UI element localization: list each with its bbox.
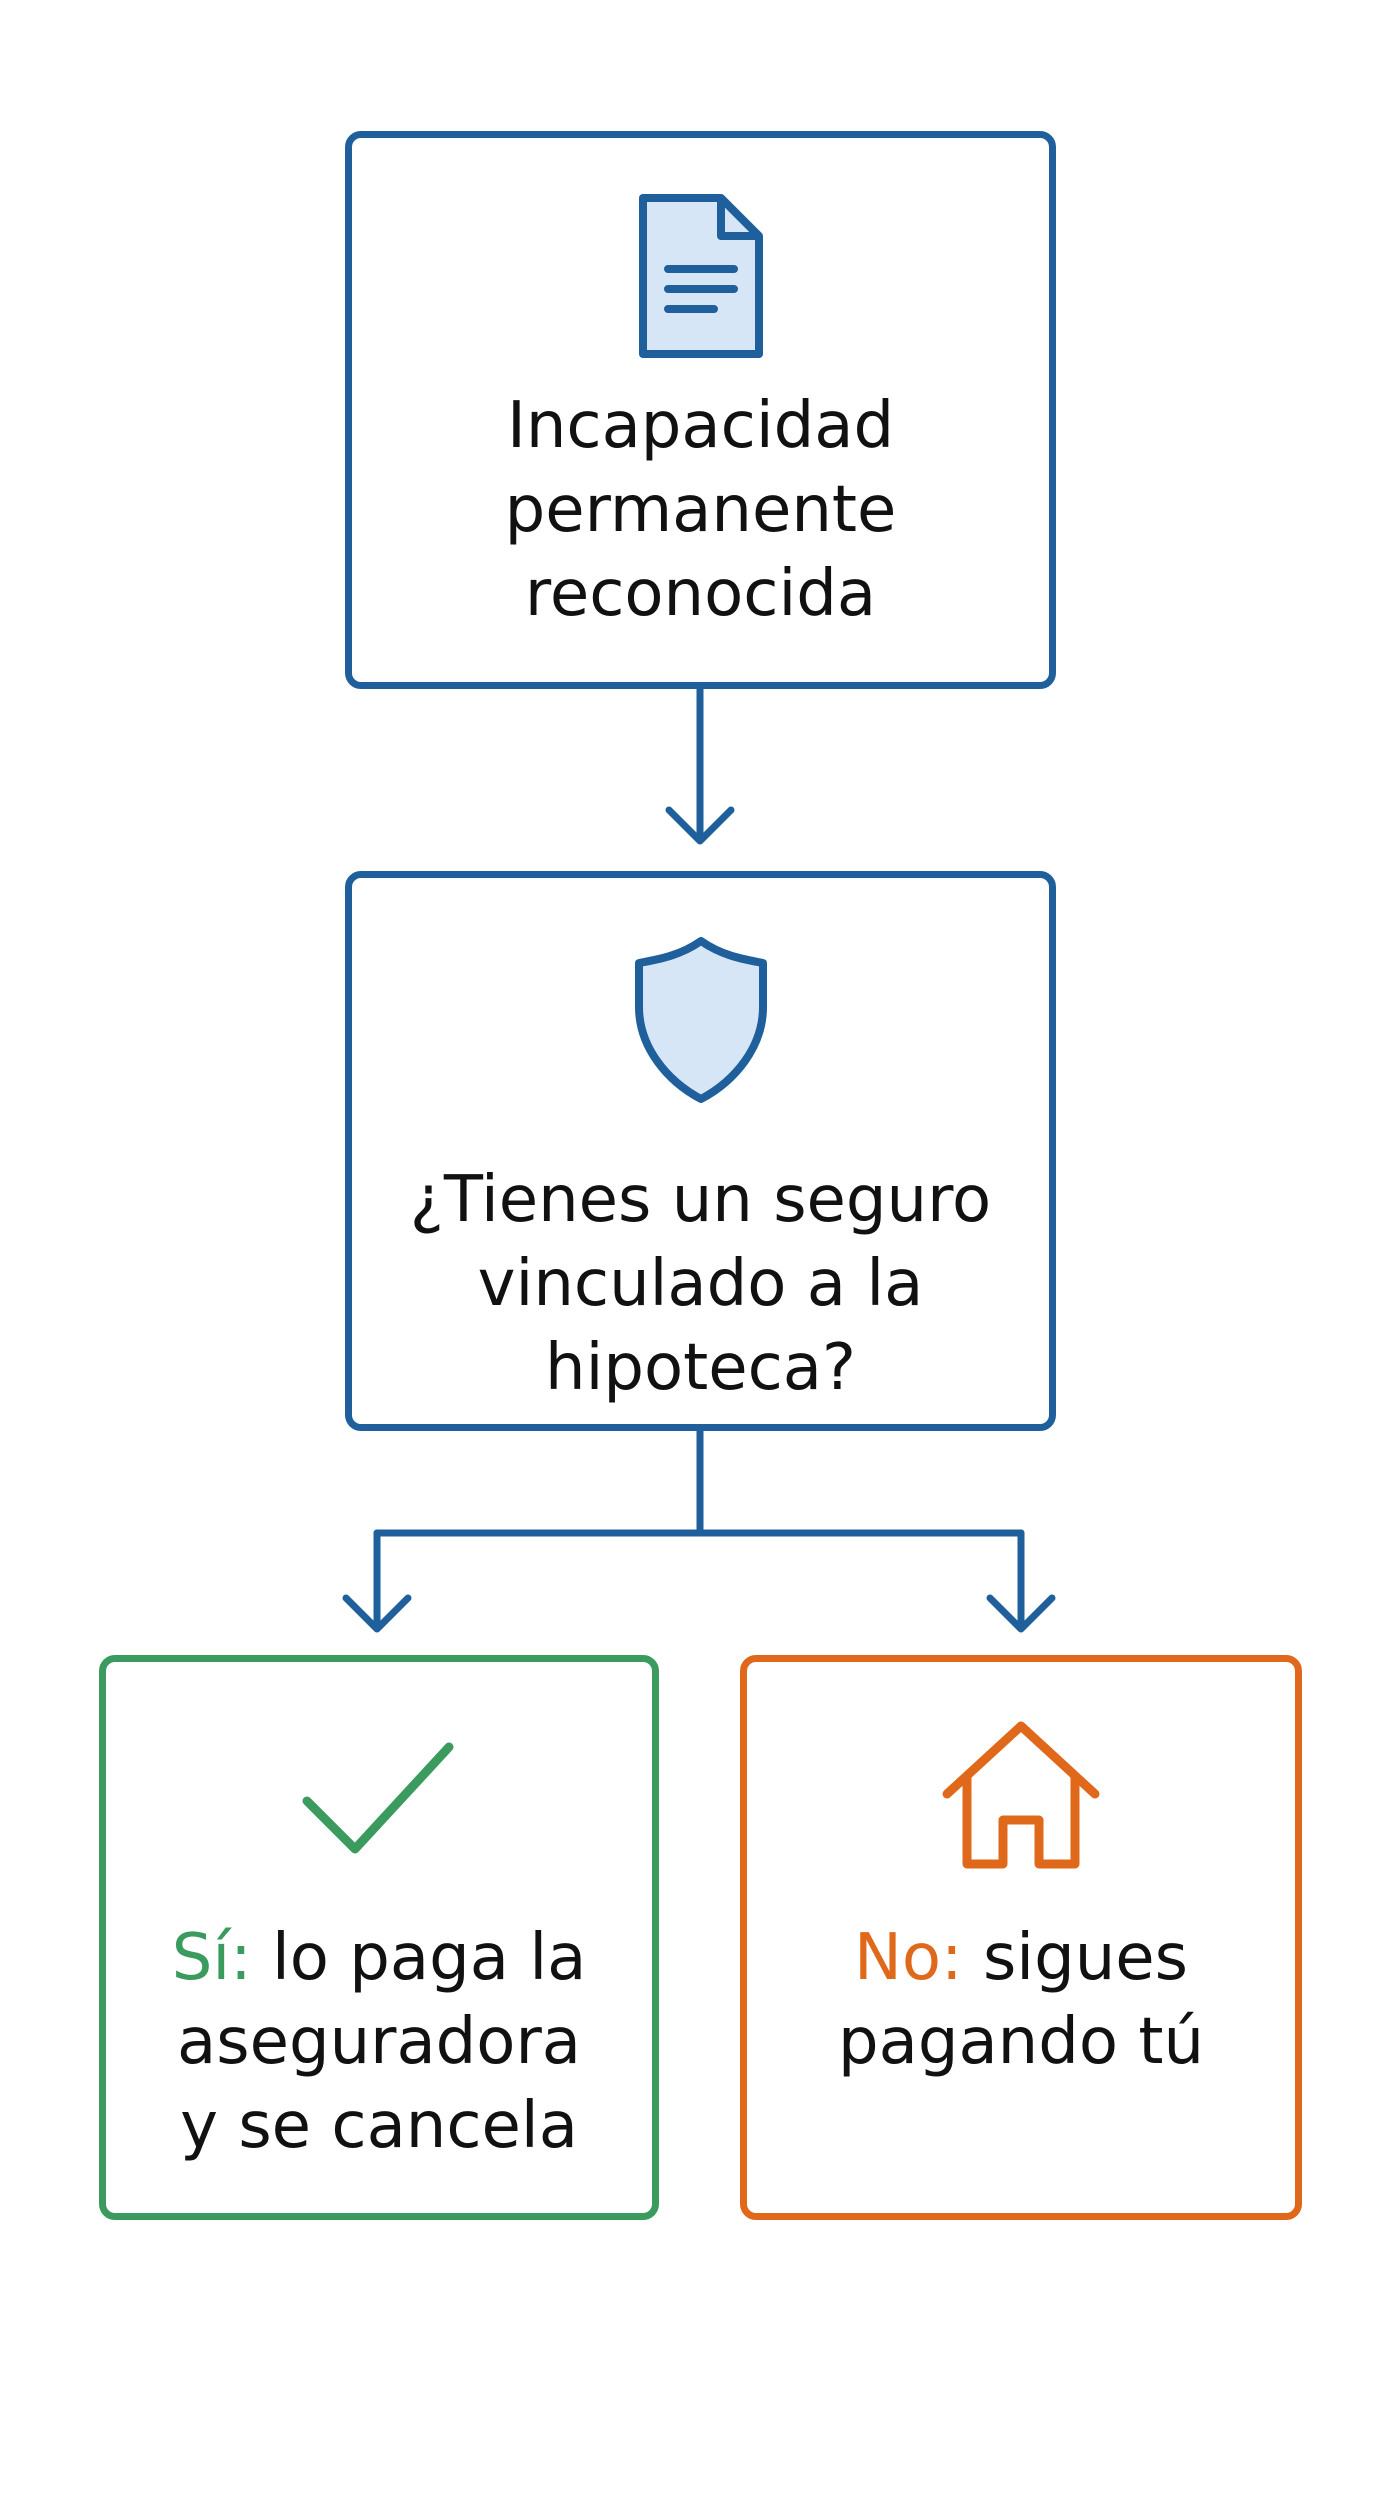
answer-text-no: sigues pagando tú — [837, 1921, 1205, 2079]
arrowhead-to-si — [342, 1594, 412, 1633]
node-seguro: ¿Tienes un seguro vinculado a la hipotec… — [345, 871, 1056, 1431]
edge-seguro-to-branches — [373, 1427, 1025, 1537]
house-icon — [941, 1720, 1101, 1874]
arrowhead-to-no — [986, 1594, 1056, 1633]
answer-prefix-no: No: — [854, 1921, 963, 1995]
node-incapacidad: Incapacidad permanente reconocida — [345, 131, 1056, 689]
node-text: No: sigues pagando tú — [747, 1916, 1295, 2084]
checkmark-icon — [299, 1737, 459, 1866]
node-si: Sí: lo paga la aseguradora y se cancela — [99, 1655, 659, 2220]
shield-icon — [631, 935, 771, 1109]
node-text: ¿Tienes un seguro vinculado a la hipotec… — [409, 1163, 992, 1405]
answer-prefix-si: Sí: — [171, 1921, 252, 1995]
node-no: No: sigues pagando tú — [740, 1655, 1302, 2220]
answer-text-si: lo paga la aseguradora y se cancela — [177, 1921, 587, 2163]
document-icon — [636, 191, 766, 365]
arrowhead-to-seguro — [665, 806, 735, 845]
node-text: Sí: lo paga la aseguradora y se cancela — [106, 1916, 652, 2168]
node-text: Incapacidad permanente reconocida — [504, 389, 897, 631]
